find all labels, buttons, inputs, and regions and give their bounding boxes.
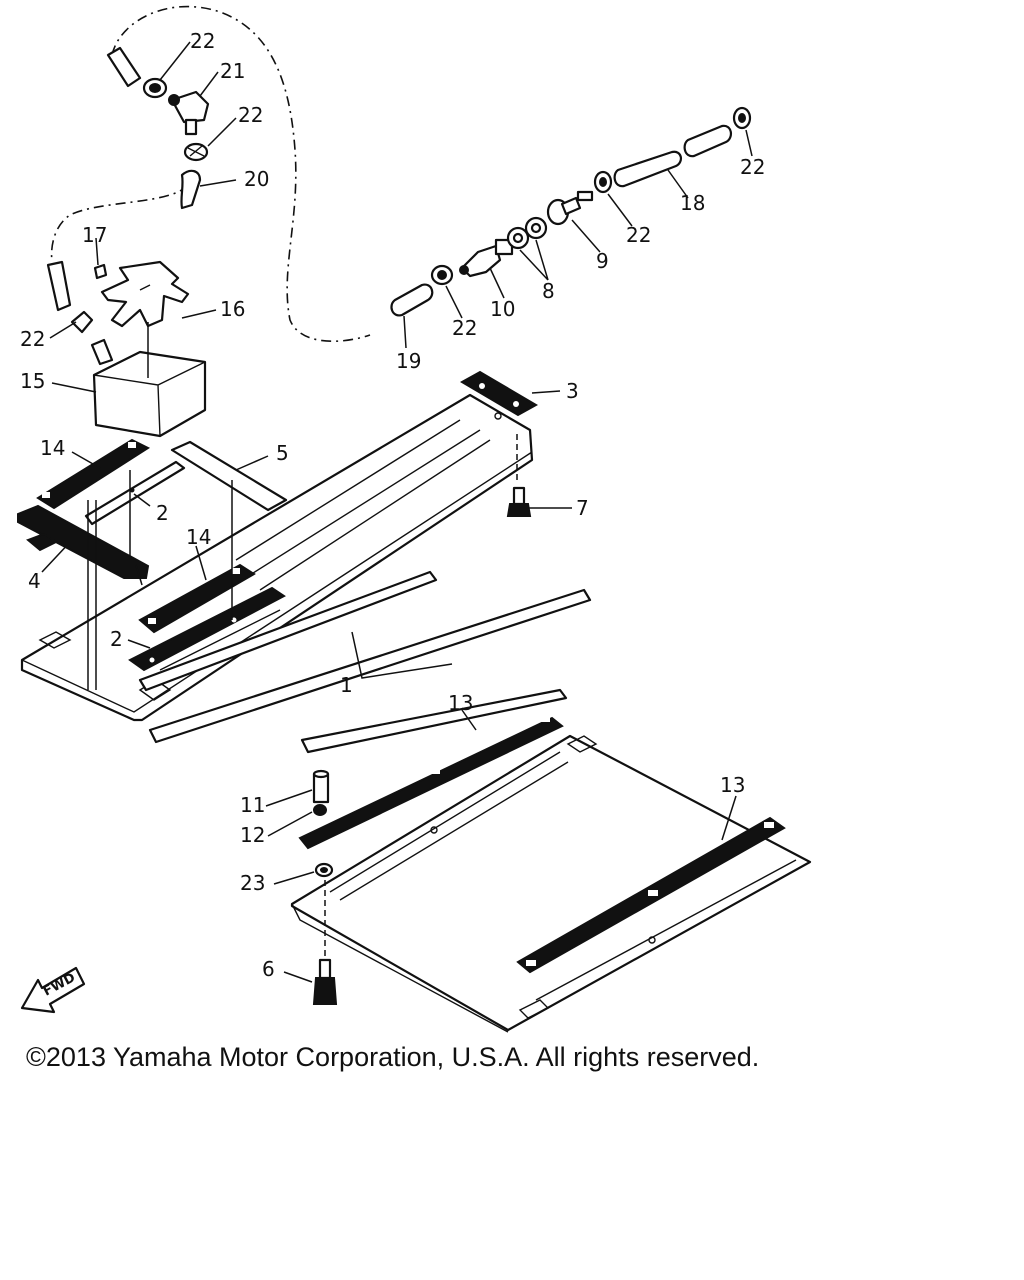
screw-17 bbox=[93, 263, 108, 280]
callout-3: 3 bbox=[566, 379, 579, 403]
bracket-16 bbox=[100, 260, 190, 328]
stud-11 bbox=[312, 769, 330, 804]
callout-4: 4 bbox=[28, 569, 41, 593]
hose-18 bbox=[613, 124, 732, 188]
callout-15: 15 bbox=[20, 369, 45, 393]
callout-22: 22 bbox=[740, 155, 765, 179]
copyright-notice: ©2013 Yamaha Motor Corporation, U.S.A. A… bbox=[26, 1042, 760, 1072]
callout-2: 2 bbox=[110, 627, 123, 651]
callout-5: 5 bbox=[276, 441, 289, 465]
strip-4 bbox=[17, 504, 150, 579]
lower-tray bbox=[290, 734, 812, 1033]
hose-22-upper bbox=[106, 46, 142, 88]
strap-13-right bbox=[516, 816, 786, 974]
callout-1: 1 bbox=[340, 673, 353, 697]
clamp-22-a bbox=[142, 77, 168, 99]
callout-23: 23 bbox=[240, 871, 265, 895]
callout-20: 20 bbox=[244, 167, 269, 191]
hose-routing-line bbox=[111, 5, 371, 343]
callout-2: 2 bbox=[156, 501, 169, 525]
elbow-fitting-21 bbox=[168, 90, 210, 136]
callout-17: 17 bbox=[82, 223, 107, 247]
callout-19: 19 bbox=[396, 349, 421, 373]
upper-tray bbox=[20, 393, 534, 722]
callout-22: 22 bbox=[452, 316, 477, 340]
nut-12 bbox=[313, 804, 327, 816]
bolt-7 bbox=[506, 486, 532, 517]
hose-20 bbox=[180, 169, 202, 210]
callout-22: 22 bbox=[238, 103, 263, 127]
clamp-22-left bbox=[70, 310, 94, 334]
clamp-22-b bbox=[183, 142, 209, 162]
callout-22: 22 bbox=[626, 223, 651, 247]
callout-21: 21 bbox=[220, 59, 245, 83]
washers-8 bbox=[506, 216, 548, 250]
bolt-6 bbox=[312, 958, 338, 1005]
strap-14-upper bbox=[36, 438, 151, 510]
assembly-lines bbox=[87, 470, 233, 690]
fitting-9 bbox=[546, 190, 594, 226]
callout-6: 6 bbox=[262, 957, 275, 981]
clamp-22-e bbox=[732, 106, 752, 130]
washer-23 bbox=[314, 862, 334, 878]
callout-leaders bbox=[41, 41, 753, 983]
callout-7: 7 bbox=[576, 496, 589, 520]
hose-routing-line bbox=[50, 184, 189, 263]
callout-16: 16 bbox=[220, 297, 245, 321]
callout-10: 10 bbox=[490, 297, 515, 321]
callout-labels: 22 21 22 20 17 16 22 15 14 2 5 3 7 4 14 … bbox=[20, 29, 765, 981]
callout-22: 22 bbox=[190, 29, 215, 53]
fwd-arrow-icon: FWD bbox=[20, 966, 86, 1014]
hose-19 bbox=[390, 283, 434, 317]
clamp-22-c bbox=[430, 264, 454, 286]
strap-13-left bbox=[298, 688, 568, 850]
strip-1 bbox=[138, 570, 592, 744]
callout-14: 14 bbox=[40, 436, 65, 460]
callout-13: 13 bbox=[720, 773, 745, 797]
clamp-22-d bbox=[593, 170, 613, 194]
callout-11: 11 bbox=[240, 793, 265, 817]
strip-2-lower bbox=[128, 586, 286, 672]
callout-14: 14 bbox=[186, 525, 211, 549]
callout-9: 9 bbox=[596, 249, 609, 273]
callout-8: 8 bbox=[542, 279, 555, 303]
callout-22: 22 bbox=[20, 327, 45, 351]
callout-12: 12 bbox=[240, 823, 265, 847]
tank-15 bbox=[90, 338, 207, 438]
plate-3 bbox=[459, 370, 539, 417]
hose-left-vertical bbox=[46, 260, 72, 312]
strip-5 bbox=[170, 440, 288, 512]
valve-10 bbox=[459, 238, 514, 278]
callout-13: 13 bbox=[448, 691, 473, 715]
strap-14-lower bbox=[138, 563, 256, 634]
parts-exploded-diagram: FWD 22 21 bbox=[17, 5, 812, 1033]
callout-18: 18 bbox=[680, 191, 705, 215]
